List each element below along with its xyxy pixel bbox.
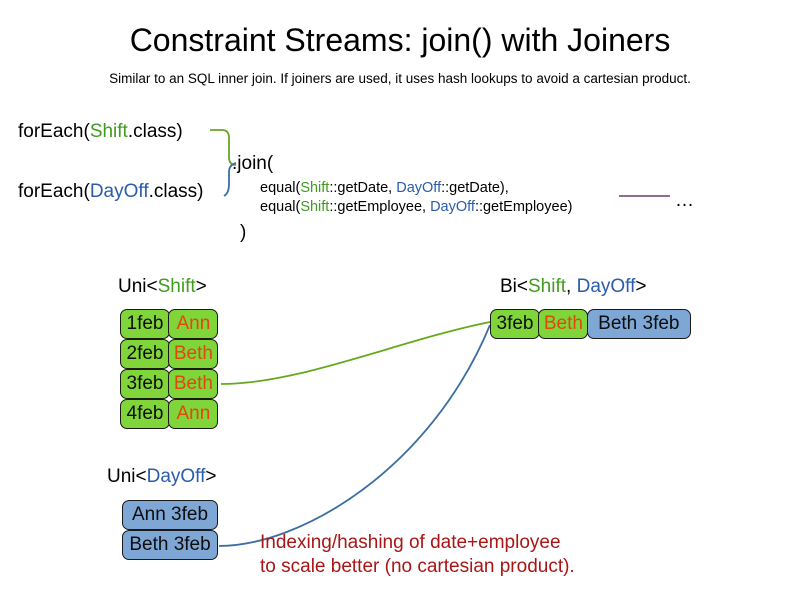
annotation-line-1: Indexing/hashing of date+employee <box>260 532 561 553</box>
label-uni-dayoff-type: DayOff <box>146 466 206 487</box>
uni-shift-employee: Beth <box>168 339 219 369</box>
uni-shift-date: 3feb <box>120 369 170 399</box>
uni-shift-row: 2feb Beth <box>120 339 219 369</box>
code-foreach-shift-prefix: forEach( <box>18 121 90 142</box>
uni-dayoff-row: Ann 3feb <box>122 500 218 530</box>
code-equal-1-right-method: ::getDate), <box>441 180 509 196</box>
label-bi-separator: , <box>566 276 577 297</box>
label-uni-shift-suffix: > <box>195 276 207 297</box>
label-bi-type-b: DayOff <box>576 276 636 297</box>
label-bi-prefix: Bi< <box>500 276 528 297</box>
code-equal-line-2: equal(Shift::getEmployee, DayOff::getEmp… <box>260 198 572 217</box>
code-equal-1-prefix: equal( <box>260 180 301 196</box>
bi-shift-employee: Beth <box>538 309 589 339</box>
uni-shift-row: 4feb Ann <box>120 399 219 429</box>
bi-shift-date: 3feb <box>490 309 540 339</box>
label-uni-dayoff: Uni<DayOff> <box>107 465 217 488</box>
shift-to-bi-connector <box>220 321 491 385</box>
code-foreach-shift-type: Shift <box>89 121 128 142</box>
code-foreach-dayoff-type: DayOff <box>89 181 149 202</box>
code-foreach-dayoff: forEach(DayOff.class) <box>18 180 204 204</box>
label-uni-shift-prefix: Uni< <box>118 276 158 297</box>
label-bi-shift-dayoff: Bi<Shift, DayOff> <box>500 275 646 298</box>
code-ellipsis: … <box>675 190 694 211</box>
code-join-open: .join( <box>232 153 274 174</box>
code-equal-line-1: equal(Shift::getDate, DayOff::getDate), <box>260 179 509 198</box>
code-equal-1-left-method: ::getDate, <box>329 180 397 196</box>
annotation-text: Indexing/hashing of date+employee to sca… <box>260 531 575 579</box>
uni-shift-date: 4feb <box>120 399 170 429</box>
uni-dayoff-row: Beth 3feb <box>122 530 218 560</box>
code-join-close: ) <box>240 222 247 243</box>
bi-dayoff-label: Beth 3feb <box>586 309 691 339</box>
code-equal-2-right-method: ::getEmployee) <box>474 199 573 215</box>
label-bi-type-a: Shift <box>528 276 567 297</box>
uni-shift-row: 3feb Beth <box>120 369 219 399</box>
uni-shift-employee: Beth <box>168 369 219 399</box>
label-uni-shift-type: Shift <box>157 276 196 297</box>
bi-row: 3feb Beth Beth 3feb <box>490 309 691 339</box>
annotation-line-2: to scale better (no cartesian product). <box>260 556 575 577</box>
uni-shift-date: 1feb <box>120 309 170 339</box>
uni-shift-employee: Ann <box>168 399 219 429</box>
code-equal-2-right-type: DayOff <box>430 199 475 215</box>
code-equal-2-left-type: Shift <box>300 199 330 215</box>
uni-shift-date: 2feb <box>120 339 170 369</box>
page-title: Constraint Streams: join() with Joiners <box>129 22 671 58</box>
code-equal-1-left-type: Shift <box>300 180 330 196</box>
uni-dayoff-label: Beth 3feb <box>122 530 218 560</box>
label-uni-dayoff-prefix: Uni< <box>107 466 147 487</box>
uni-dayoff-label: Ann 3feb <box>122 500 218 530</box>
code-foreach-dayoff-suffix: .class) <box>148 181 204 202</box>
label-bi-suffix: > <box>635 276 647 297</box>
label-uni-shift: Uni<Shift> <box>118 275 207 298</box>
uni-shift-employee: Ann <box>168 309 219 339</box>
label-uni-dayoff-suffix: > <box>205 466 217 487</box>
code-equal-2-left-method: ::getEmployee, <box>329 199 431 215</box>
code-foreach-shift-suffix: .class) <box>127 121 183 142</box>
uni-shift-row: 1feb Ann <box>120 309 219 339</box>
dayoff-to-bi-connector <box>218 324 491 547</box>
code-equal-2-prefix: equal( <box>260 199 301 215</box>
page-subtitle: Similar to an SQL inner join. If joiners… <box>109 71 691 86</box>
code-foreach-dayoff-prefix: forEach( <box>18 181 90 202</box>
code-equal-1-right-type: DayOff <box>396 180 442 196</box>
code-foreach-shift: forEach(Shift.class) <box>18 120 183 144</box>
